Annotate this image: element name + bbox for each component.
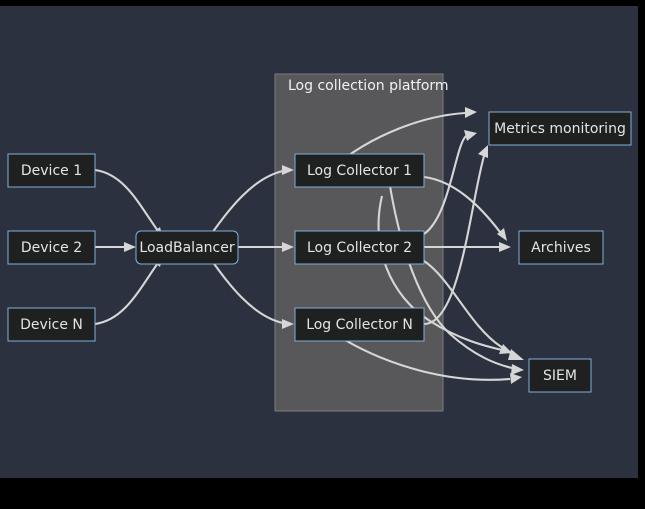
node-box[interactable]: [7, 153, 96, 188]
node-box[interactable]: [7, 307, 96, 342]
edge-line: [423, 175, 501, 233]
node-label: Metrics monitoring: [494, 121, 626, 137]
arrowhead-icon: [282, 319, 294, 329]
node-label: Device 2: [21, 240, 82, 256]
node-box[interactable]: [528, 358, 592, 393]
edge-line: [423, 135, 467, 235]
edge-line: [344, 339, 511, 381]
edge-device2-loadbalancer: [95, 242, 136, 252]
node-box[interactable]: [518, 230, 604, 265]
node-box[interactable]: [294, 153, 425, 188]
node-label: Log Collector N: [306, 317, 413, 333]
edge-loadbalancer-collector1: [211, 165, 294, 234]
node-label: Log Collector 1: [307, 163, 412, 179]
edge-line: [94, 168, 159, 232]
arrowhead-icon: [464, 130, 477, 141]
edge-collector2-metrics: [423, 130, 477, 235]
node-box[interactable]: [488, 111, 632, 146]
edge-line: [94, 262, 159, 326]
arrowhead-icon: [499, 344, 512, 354]
edge-line: [211, 260, 284, 325]
node-box[interactable]: [135, 230, 239, 265]
node-metrics[interactable]: Metrics monitoring: [488, 111, 632, 146]
arrowhead-icon: [465, 107, 477, 118]
arrowhead-icon: [497, 228, 507, 241]
node-label: Archives: [531, 240, 591, 256]
node-device2[interactable]: Device 2: [7, 230, 96, 265]
edge-collector1-metrics: [344, 107, 477, 159]
node-box[interactable]: [294, 307, 425, 342]
node-box[interactable]: [294, 230, 425, 265]
edge-collector1-archives: [423, 175, 507, 241]
flowchart-svg: Log collection platform: [7, 73, 632, 412]
node-siem[interactable]: SIEM: [528, 358, 592, 393]
arrowhead-icon: [282, 165, 294, 175]
arrowhead-icon: [508, 349, 524, 360]
edge-line: [344, 111, 466, 159]
arrowhead-icon: [478, 145, 488, 158]
node-label: SIEM: [543, 368, 577, 384]
edge-deviceN-loadbalancer: [94, 255, 163, 326]
node-label: LoadBalancer: [139, 240, 234, 256]
node-deviceN[interactable]: Device N: [7, 307, 96, 342]
arrowhead-icon: [510, 373, 522, 384]
edge-collector2-archives: [424, 242, 511, 252]
node-label: Device N: [20, 317, 83, 333]
node-loadbalancer[interactable]: LoadBalancer: [135, 230, 239, 265]
node-collector2[interactable]: Log Collector 2: [294, 230, 425, 265]
node-archives[interactable]: Archives: [518, 230, 604, 265]
arrowhead-icon: [499, 242, 511, 252]
arrowhead-icon: [282, 242, 294, 252]
edge-loadbalancer-collectorN: [211, 260, 294, 329]
edge-collectorN-metrics: [423, 145, 488, 326]
node-device1[interactable]: Device 1: [7, 153, 96, 188]
arrowhead-icon: [511, 364, 524, 375]
diagram-canvas: Log collection platform: [0, 6, 638, 478]
arrowhead-icon: [124, 242, 136, 252]
node-collector1[interactable]: Log Collector 1: [294, 153, 425, 188]
edge-device1-loadbalancer: [94, 168, 163, 239]
node-label: Device 1: [21, 163, 82, 179]
node-collectorN[interactable]: Log Collector N: [294, 307, 425, 342]
node-box[interactable]: [7, 230, 96, 265]
node-label: Log Collector 2: [307, 240, 412, 256]
edge-line: [211, 169, 284, 234]
edge-collectorN-siem: [344, 339, 522, 384]
edge-loadbalancer-collector2: [238, 242, 294, 252]
cluster-label: Log collection platform: [288, 78, 449, 94]
edge-line: [423, 155, 486, 326]
